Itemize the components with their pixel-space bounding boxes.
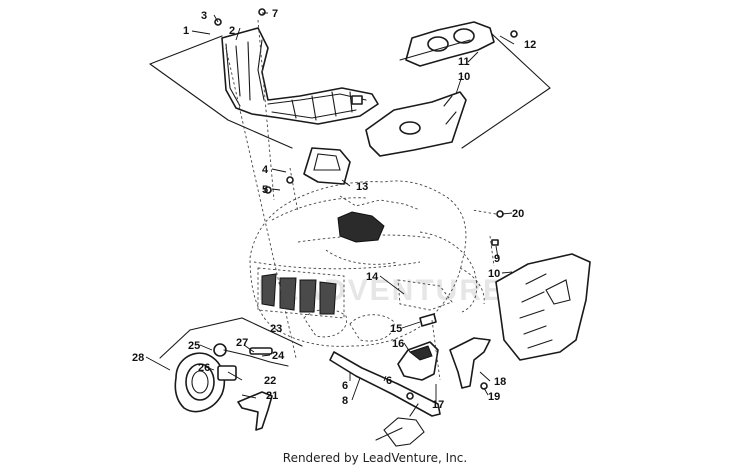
callouts: 1 2 3 4 5 6 6 7 8 9 10 10 11 12 13 14 15… [132,8,536,411]
callout-28: 28 [132,352,144,364]
callout-22: 22 [264,375,276,387]
dash-pad [303,147,351,185]
callout-20: 20 [512,208,524,220]
deflector [397,341,439,381]
lower-mount [375,403,425,447]
callout-26: 26 [198,362,210,374]
callout-13: 13 [356,181,368,193]
callout-25: 25 [188,340,200,352]
front-rack [221,27,379,125]
callout-6a: 6 [342,380,348,392]
bumper [329,351,441,417]
callout-5: 5 [262,184,268,196]
mount-line-d [489,235,495,267]
callout-18: 18 [494,376,506,388]
callout-11: 11 [458,56,470,68]
mount-line-b [257,19,275,201]
splash-shield [449,337,491,389]
callout-6b: 6 [386,375,392,387]
callout-27: 27 [236,337,248,349]
callout-10a: 10 [458,71,470,83]
callout-14: 14 [366,271,379,283]
watermark: LEADVENTURE [258,274,505,307]
mount-line-e [471,209,497,215]
inner-panel-upper [365,91,467,157]
rack-bracket [149,35,293,149]
storage-cover [405,21,495,67]
bolt-15 [419,313,437,327]
callout-7: 7 [272,8,278,20]
callout-8: 8 [342,395,348,407]
side-panel [495,253,591,361]
callout-24: 24 [272,350,285,362]
callout-23: 23 [270,323,282,335]
callout-10b: 10 [488,268,500,280]
strip-17 [431,319,441,381]
callout-3: 3 [201,10,207,22]
front-body [249,180,485,347]
callout-17: 17 [432,399,444,411]
callout-19: 19 [488,391,500,403]
cover-bracket [461,33,551,149]
leaders [145,12,515,404]
mount-line-c [289,167,299,213]
callout-2: 2 [229,25,235,37]
cover-bracket-b [399,39,471,61]
headlight-assembly [174,343,289,413]
callout-12: 12 [524,39,536,51]
callout-16: 16 [392,338,404,350]
callout-15: 15 [390,323,402,335]
callout-1: 1 [183,25,189,37]
footer-credit: Rendered by LeadVenture, Inc. [282,451,468,465]
callout-21: 21 [266,390,278,402]
headlight-bracket [237,391,273,431]
callout-4: 4 [262,164,269,176]
headlight-group-bracket [159,317,303,359]
callout-9: 9 [494,253,500,265]
